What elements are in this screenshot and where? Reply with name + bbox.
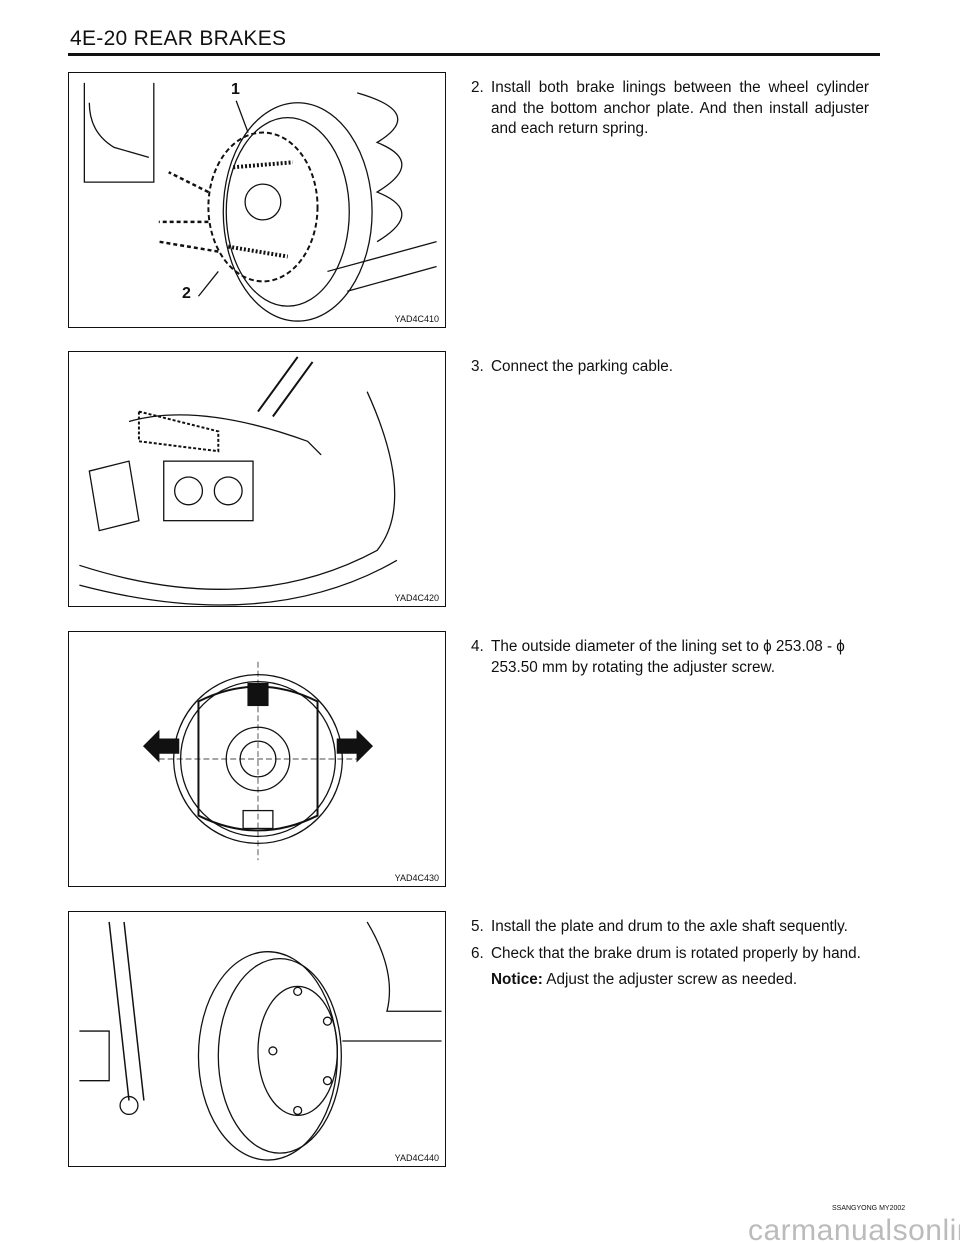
step-2: 2. Install both brake linings between the… <box>471 78 869 146</box>
step-text: The outside diameter of the lining set t… <box>491 638 845 676</box>
figure-caption: YAD4C430 <box>394 873 439 883</box>
step-number: 2. <box>471 79 484 96</box>
figure-caption: YAD4C420 <box>394 593 439 603</box>
step-text: Install the plate and drum to the axle s… <box>491 918 848 935</box>
watermark: carmanualsonline.info <box>748 1214 960 1242</box>
callout-1: 1 <box>231 81 240 98</box>
figure-parking-cable: YAD4C420 <box>68 351 446 607</box>
figure-lining-diameter: YAD4C430 <box>68 631 446 887</box>
steps-5-6: 5. Install the plate and drum to the axle… <box>471 917 869 991</box>
footer-brand: SSANGYONG MY2002 <box>832 1205 906 1212</box>
step-text: Install both brake linings between the w… <box>491 79 869 137</box>
figure-caption: YAD4C410 <box>394 314 439 324</box>
figure-install-linings: 1 2 YAD4C410 <box>68 72 446 328</box>
step-4: 4. The outside diameter of the lining set… <box>471 637 869 684</box>
notice-text: Adjust the adjuster screw as needed. <box>542 971 798 988</box>
step-text: Connect the parking cable. <box>491 358 673 375</box>
header-rule <box>68 53 880 56</box>
step-number: 3. <box>471 358 484 375</box>
notice: Notice: Adjust the adjuster screw as nee… <box>491 970 869 991</box>
page-header: 4E-20 REAR BRAKES <box>70 27 287 50</box>
notice-label: Notice: <box>491 971 543 988</box>
step-number: 6. <box>471 944 484 962</box>
figure-caption: YAD4C440 <box>394 1153 439 1163</box>
callout-2: 2 <box>182 285 191 302</box>
step-number: 4. <box>471 638 484 655</box>
step-number: 5. <box>471 918 484 935</box>
step-3: 3. Connect the parking cable. <box>471 357 869 384</box>
step-text: Check that the brake drum is rotated pro… <box>491 944 861 962</box>
figure-install-drum: YAD4C440 <box>68 911 446 1167</box>
